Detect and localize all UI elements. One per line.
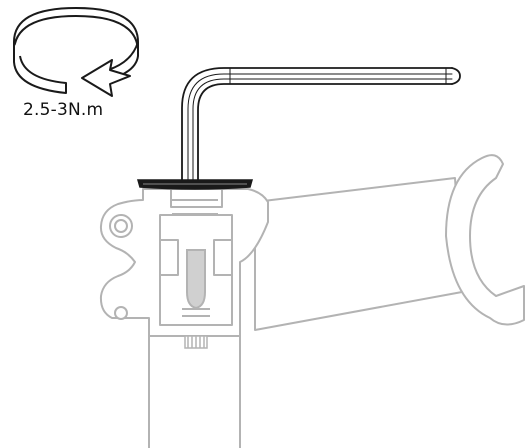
clamp-bolt-top bbox=[109, 214, 133, 238]
clamp-bolt-bottom bbox=[114, 306, 128, 320]
bolt-thread bbox=[184, 335, 208, 349]
compression-bolt bbox=[182, 249, 210, 317]
hex-key-wrench bbox=[181, 67, 461, 181]
stem-body bbox=[99, 154, 525, 337]
steerer-tube bbox=[148, 330, 241, 448]
torque-spec-label: 2.5-3N.m bbox=[23, 100, 104, 120]
clockwise-rotation-arrow-icon bbox=[13, 7, 139, 97]
stem-top-cap bbox=[137, 179, 253, 190]
